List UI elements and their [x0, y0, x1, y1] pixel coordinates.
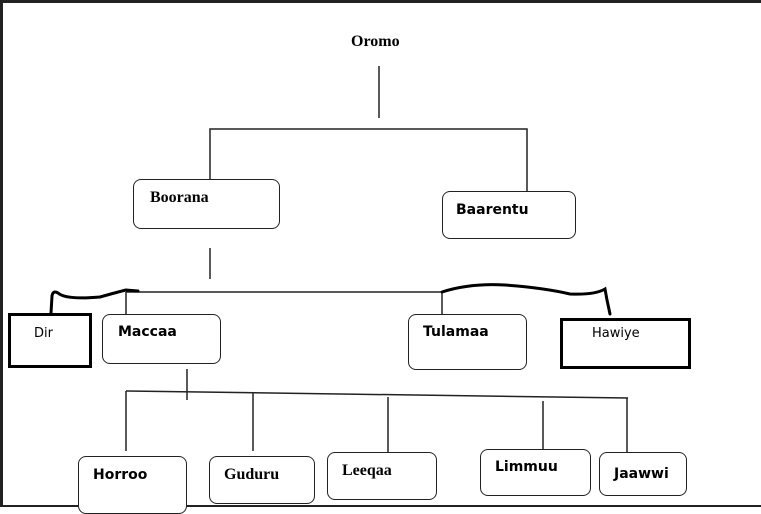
node-label: Maccaa — [118, 324, 177, 340]
node-jaawwi: Jaawwi — [599, 452, 687, 496]
node-label: Baarentu — [456, 202, 529, 218]
node-baarentu: Baarentu — [442, 191, 576, 239]
annotation-curve-dir — [49, 288, 140, 315]
node-tulamaa: Tulamaa — [408, 314, 527, 370]
node-label: Tulamaa — [423, 324, 489, 340]
node-hawiye: Hawiye — [560, 318, 691, 369]
connector-level1-bar — [209, 128, 528, 192]
annotation-curve-hawiye — [440, 283, 612, 316]
node-guduru: Guduru — [209, 456, 315, 504]
node-label: Leeqaa — [342, 462, 392, 479]
node-boorana: Boorana — [133, 179, 280, 229]
node-label: Limmuu — [495, 459, 558, 475]
node-root-label: Oromo — [351, 33, 400, 50]
node-horroo: Horroo — [78, 456, 187, 514]
node-label: Hawiye — [592, 326, 640, 341]
node-label: Jaawwi — [614, 466, 669, 482]
node-label: Dir — [34, 326, 53, 341]
node-label: Guduru — [224, 466, 280, 483]
node-maccaa: Maccaa — [102, 314, 221, 364]
node-limmuu: Limmuu — [480, 449, 591, 496]
node-leeqaa: Leeqaa — [327, 452, 437, 500]
connector-level3-bar — [125, 390, 629, 399]
node-dir: Dir — [8, 313, 92, 368]
node-label: Boorana — [150, 189, 209, 206]
node-label: Horroo — [93, 467, 148, 483]
